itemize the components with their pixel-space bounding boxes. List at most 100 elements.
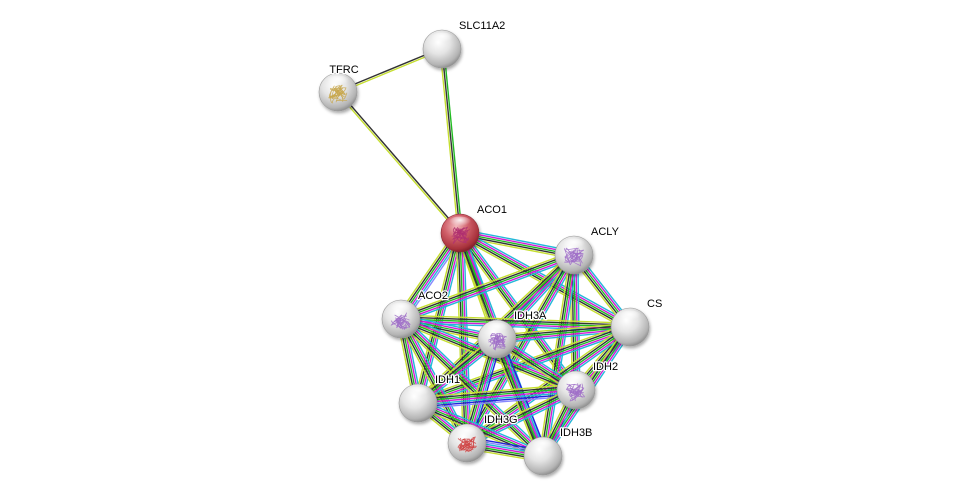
edge-evidence-databases (419, 398, 545, 454)
edge-evidence-textmining (538, 254, 571, 456)
edge-idh2-idh1[interactable] (417, 383, 577, 410)
edge-evidence-neighborhood (400, 318, 468, 444)
node-idh3g[interactable]: IDH3G (447, 413, 519, 463)
node-label: IDH3A (514, 310, 547, 322)
edge-evidence-coexpression (415, 232, 459, 403)
protein-structure-icon (563, 247, 584, 267)
node-aco1[interactable]: ACO1 (440, 203, 508, 253)
edge-evidence-neighborhood (400, 318, 544, 457)
node-label: IDH1 (435, 374, 460, 386)
node-label: SLC11A2 (459, 20, 505, 32)
edge-evidence-neighborhood (400, 254, 575, 320)
edge-evidence-experiments (418, 400, 545, 455)
edge-evidence-textmining (401, 314, 631, 324)
node-label: IDH2 (593, 361, 618, 373)
edge-evidence-coexpression (465, 324, 630, 443)
node-aco2[interactable]: ACO2 (381, 289, 449, 339)
edge-cs-aco2[interactable] (400, 314, 631, 332)
node-highlight (430, 32, 454, 45)
edge-evidence-neighborhood (443, 48, 463, 233)
protein-structure-icon (390, 312, 411, 330)
edge-evidence-textmining (416, 322, 629, 401)
node-idh2[interactable]: IDH2 (556, 360, 619, 410)
edge-evidence-neighborhood (459, 232, 468, 444)
edge-evidence-coexpression (399, 319, 543, 458)
node-label: ACO2 (418, 290, 448, 302)
node-acly[interactable]: ACLY (554, 225, 621, 275)
node-idh1[interactable]: IDH1 (398, 373, 461, 423)
node-highlight (448, 216, 472, 229)
edge-evidence-textmining (417, 383, 576, 399)
protein-structure-icon (488, 332, 508, 351)
edge-evidence-cooccurrence (418, 393, 577, 408)
edge-evidence-experiments (497, 338, 545, 456)
edge-acly-idh3b[interactable] (538, 254, 579, 457)
edge-evidence-experiments (401, 256, 575, 322)
edge-evidence-neighborhood (417, 387, 576, 402)
edge-slc11a2-aco1[interactable] (439, 48, 463, 234)
edge-evidence-textmining (397, 320, 465, 446)
node-highlight (455, 426, 479, 439)
protein-structure-icon (328, 84, 348, 104)
node-label: ACLY (591, 226, 620, 238)
edge-aco2-idh3b[interactable] (397, 315, 547, 460)
edge-evidence-textmining (399, 250, 573, 317)
edge-evidence-textmining (397, 321, 541, 460)
node-highlight (326, 75, 350, 88)
edge-evidence-coexpression (417, 385, 576, 400)
edge-evidence-coexpression (401, 316, 631, 326)
edge-aco1-idh3g[interactable] (455, 232, 472, 444)
edge-evidence-databases (469, 256, 578, 446)
edge-tfrc-aco1[interactable] (336, 90, 462, 235)
node-slc11a2[interactable]: SLC11A2 (422, 19, 507, 69)
node-highlight (389, 302, 413, 315)
node-label: IDH3G (484, 414, 518, 426)
edge-evidence-coexpression (338, 90, 462, 233)
edge-evidence-coexpression (457, 233, 466, 444)
edge-evidence-neighborhood (459, 232, 575, 256)
edge-evidence-databases (400, 322, 630, 332)
edge-evidence-coexpression (496, 324, 630, 338)
protein-structure-icon (457, 436, 477, 453)
edge-evidence-databases (468, 392, 578, 448)
node-highlight (406, 386, 430, 399)
node-highlight (564, 373, 588, 386)
edge-evidence-experiments (460, 230, 575, 254)
edge-evidence-databases (461, 229, 633, 325)
node-idh3a[interactable]: IDH3A (477, 309, 548, 359)
node-label: IDH3B (560, 427, 592, 439)
edge-acly-aco2[interactable] (399, 250, 576, 324)
edge-evidence-databases (460, 228, 575, 252)
node-label: ACO1 (477, 204, 507, 216)
node-highlight (618, 310, 642, 323)
node-highlight (562, 238, 586, 251)
edge-evidence-databases (402, 257, 576, 324)
edge-evidence-experiments (417, 389, 577, 404)
edge-evidence-databases (403, 315, 547, 454)
edge-evidence-neighborhood (542, 254, 575, 457)
node-highlight (485, 322, 509, 335)
edge-evidence-neighborhood (400, 318, 631, 328)
node-label: TFRC (329, 64, 358, 76)
node-idh3b[interactable]: IDH3B (523, 426, 594, 476)
edge-evidence-databases (463, 232, 472, 443)
edge-evidence-neighborhood (466, 326, 631, 444)
edge-evidence-neighborhood (496, 326, 631, 340)
edge-evidence-experiments (401, 317, 545, 456)
edge-evidence-coexpression (400, 252, 574, 318)
edge-evidence-experiments (461, 232, 470, 443)
protein-structure-icon (565, 383, 586, 402)
edge-evidence-databases (546, 255, 579, 457)
node-highlight (531, 439, 555, 452)
edge-evidence-textmining (439, 49, 459, 234)
node-tfrc[interactable]: TFRC (318, 63, 360, 112)
edge-evidence-experiments (400, 320, 630, 330)
edge-evidence-databases (418, 391, 577, 406)
node-cs[interactable]: CS (610, 297, 664, 347)
edge-evidence-experiments (460, 231, 579, 390)
node-label: CS (647, 298, 662, 310)
protein-structure-icon (451, 226, 470, 244)
edge-evidence-textmining (336, 92, 460, 235)
